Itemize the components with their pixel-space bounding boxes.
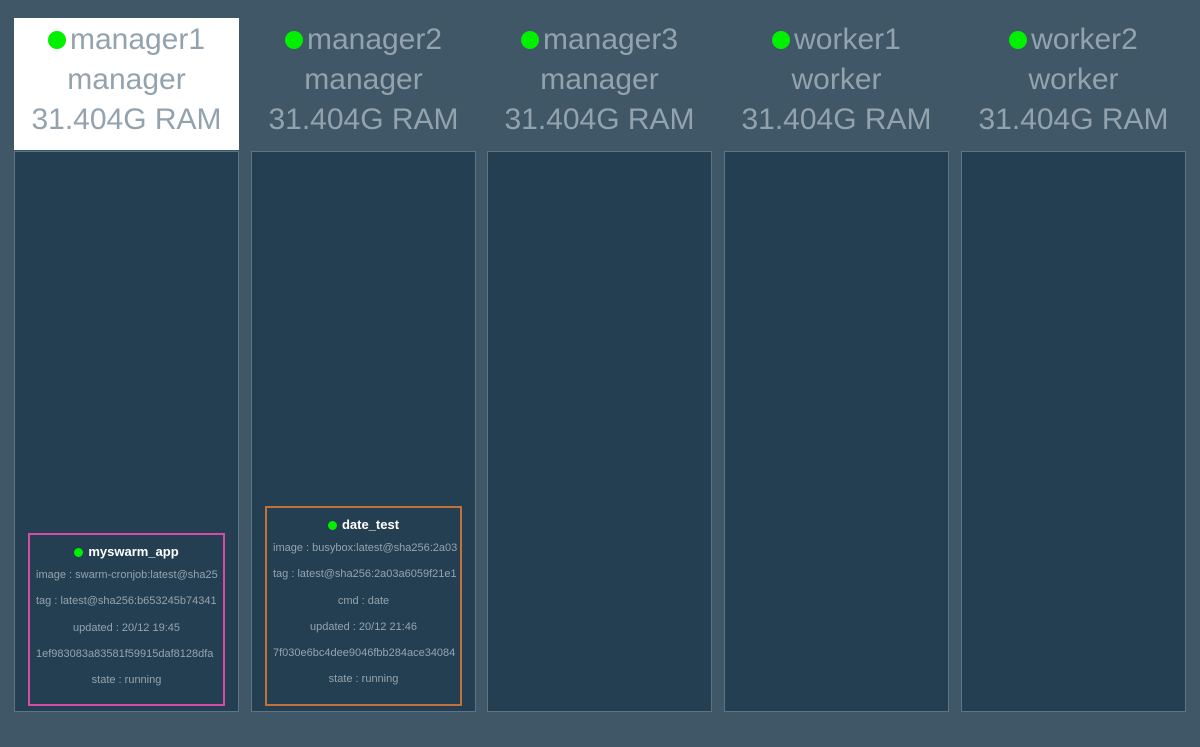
node-role: worker bbox=[1028, 63, 1119, 96]
service-name: myswarm_app bbox=[88, 544, 179, 559]
node-name: manager3 bbox=[542, 23, 679, 56]
service-card-date-test[interactable]: date_test image : busybox:latest@sha256:… bbox=[265, 506, 462, 706]
service-status-icon bbox=[74, 547, 84, 557]
node-worker1: worker1 worker 31.404G RAM bbox=[724, 18, 949, 712]
node-role: manager bbox=[67, 63, 186, 96]
node-role: manager bbox=[540, 63, 659, 96]
node-name: worker2 bbox=[1031, 23, 1138, 56]
node-manager1: manager1 manager 31.404G RAM myswarm_app… bbox=[14, 18, 239, 712]
service-id: 1ef983083a83581f59915daf8128dfa bbox=[36, 647, 214, 660]
service-updated: updated : 20/12 19:45 bbox=[72, 621, 181, 634]
service-card-myswarm-app[interactable]: myswarm_app image : swarm-cronjob:latest… bbox=[28, 533, 225, 706]
node-container-worker1 bbox=[724, 151, 949, 712]
node-status-icon bbox=[520, 31, 539, 49]
node-header-manager1[interactable]: manager1 manager 31.404G RAM bbox=[14, 18, 239, 150]
node-container-manager3 bbox=[487, 151, 712, 712]
node-ram: 31.404G RAM bbox=[978, 103, 1169, 136]
service-image: image : swarm-cronjob:latest@sha25 bbox=[36, 569, 218, 581]
node-container-worker2 bbox=[961, 151, 1186, 712]
node-manager3: manager3 manager 31.404G RAM bbox=[487, 18, 712, 712]
node-name: manager2 bbox=[306, 23, 443, 56]
node-container-manager2: date_test image : busybox:latest@sha256:… bbox=[251, 151, 476, 712]
node-header-manager2[interactable]: manager2 manager 31.404G RAM bbox=[251, 18, 476, 150]
node-manager2: manager2 manager 31.404G RAM date_test i… bbox=[251, 18, 476, 712]
node-worker2: worker2 worker 31.404G RAM bbox=[961, 18, 1186, 712]
node-role: manager bbox=[304, 63, 423, 96]
node-status-icon bbox=[1009, 31, 1028, 49]
service-state: state : running bbox=[328, 673, 399, 686]
service-id: 7f030e6bc4dee9046fbb284ace34084 bbox=[273, 647, 456, 660]
service-state: state : running bbox=[91, 674, 162, 687]
node-status-icon bbox=[772, 31, 791, 49]
node-ram: 31.404G RAM bbox=[504, 103, 695, 136]
node-ram: 31.404G RAM bbox=[31, 103, 222, 136]
node-ram: 31.404G RAM bbox=[741, 103, 932, 136]
service-tag: tag : latest@sha256:b653245b74341 bbox=[36, 595, 217, 608]
node-ram: 31.404G RAM bbox=[268, 103, 459, 136]
service-status-icon bbox=[327, 520, 337, 530]
service-updated: updated : 20/12 21:46 bbox=[309, 620, 418, 633]
node-status-icon bbox=[47, 31, 66, 49]
node-name: manager1 bbox=[69, 23, 206, 56]
node-name: worker1 bbox=[794, 23, 901, 56]
service-cmd: cmd : date bbox=[337, 594, 390, 607]
node-role: worker bbox=[791, 63, 882, 96]
node-header-manager3[interactable]: manager3 manager 31.404G RAM bbox=[487, 18, 712, 150]
node-header-worker2[interactable]: worker2 worker 31.404G RAM bbox=[961, 18, 1186, 150]
node-header-worker1[interactable]: worker1 worker 31.404G RAM bbox=[724, 18, 949, 150]
service-tag: tag : latest@sha256:2a03a6059f21e1 bbox=[273, 568, 457, 581]
service-name: date_test bbox=[341, 517, 400, 532]
node-container-manager1: myswarm_app image : swarm-cronjob:latest… bbox=[14, 151, 239, 712]
node-status-icon bbox=[284, 31, 303, 49]
service-image: image : busybox:latest@sha256:2a03 bbox=[273, 542, 458, 554]
